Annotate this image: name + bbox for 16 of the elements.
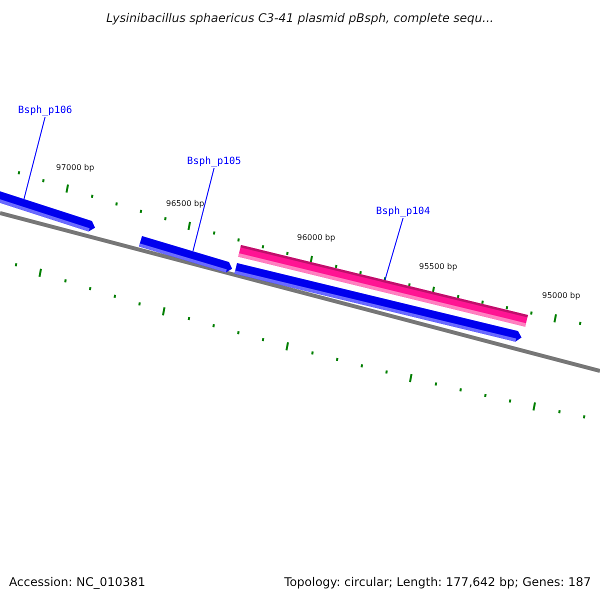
tick-label: 97000 bp [56, 163, 94, 172]
leader-line [384, 218, 404, 280]
gene-arrow [138, 236, 232, 272]
tick-label: 96500 bp [166, 199, 204, 208]
summary-text: Topology: circular; Length: 177,642 bp; Genes: 187 [284, 575, 591, 589]
tick-label: 95500 bp [419, 262, 458, 271]
gene-label: Bsph_p104 [376, 206, 430, 217]
leader-line [24, 116, 46, 200]
title: Lysinibacillus sphaericus C3-41 plasmid pBsph, complete sequ... [105, 11, 495, 25]
tick-label: 95000 bp [542, 291, 580, 300]
gene-label: Bsph_p106 [18, 105, 72, 116]
tick-label: 96000 bp [297, 233, 336, 242]
gene-label: Bsph_p105 [187, 156, 242, 167]
leader-line [192, 168, 215, 252]
accession-text: Accession: NC_010381 [9, 575, 146, 589]
gene-arrow [234, 263, 522, 342]
